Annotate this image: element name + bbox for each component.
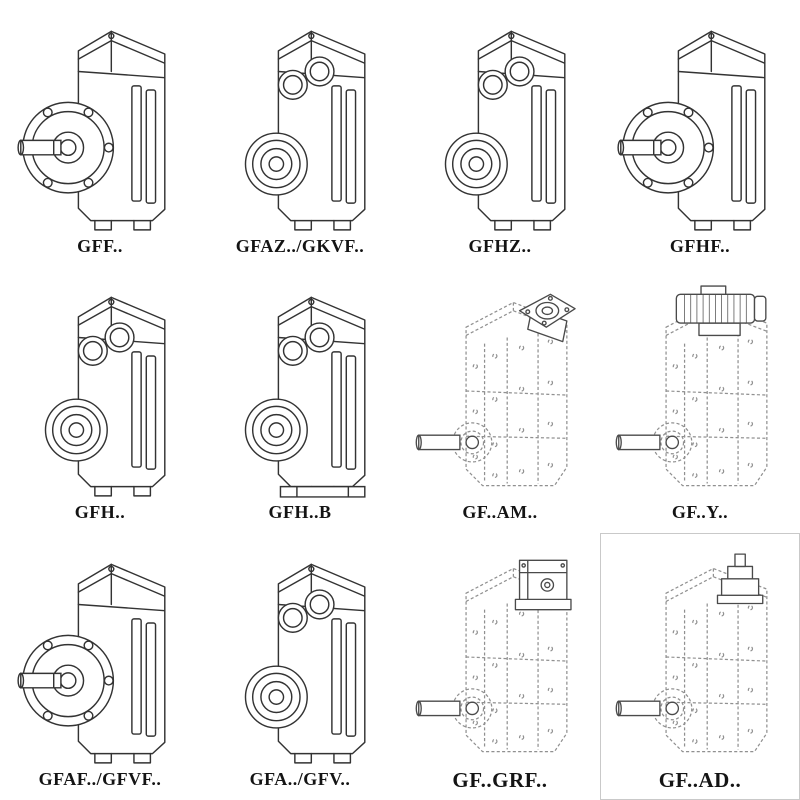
cell-gfaf-gfvf: GFAF../GFVF.. bbox=[0, 533, 200, 800]
cell-gfaz-gkvf: GFAZ../GKVF.. bbox=[200, 0, 400, 267]
model-label: GFAZ../GKVF.. bbox=[235, 235, 365, 256]
gfh-b-gearbox-drawing bbox=[211, 284, 389, 500]
cell-gfh: GFH.. bbox=[0, 267, 200, 534]
gf-y-gearbox-drawing bbox=[611, 284, 789, 500]
model-label: GF..AD.. bbox=[658, 767, 742, 792]
model-label: GFA../GFV.. bbox=[249, 768, 351, 789]
model-label: GFH.. bbox=[74, 502, 126, 523]
gfhf-gearbox-drawing bbox=[611, 18, 789, 234]
cell-gff: GFF.. bbox=[0, 0, 200, 267]
gfh-gearbox-drawing bbox=[11, 284, 189, 500]
cell-gfa-gfv: GFA../GFV.. bbox=[200, 533, 400, 800]
model-label: GF..AM.. bbox=[462, 502, 538, 523]
model-label: GF..GRF.. bbox=[452, 767, 548, 792]
gfa-gfv-gearbox-drawing bbox=[211, 551, 389, 767]
gfaf-gfvf-gearbox-drawing bbox=[11, 551, 189, 767]
cell-gf-grf: GF..GRF.. bbox=[400, 533, 600, 800]
model-label: GFHF.. bbox=[669, 235, 731, 256]
cell-gf-y: GF..Y.. bbox=[600, 267, 800, 534]
model-label: GF..Y.. bbox=[671, 502, 729, 523]
cell-gfhz: GFHZ.. bbox=[400, 0, 600, 267]
model-label: GFF.. bbox=[77, 235, 123, 256]
gf-grf-gearbox-drawing bbox=[411, 550, 589, 766]
cell-gfh-b: GFH..B bbox=[200, 267, 400, 534]
gf-ad-gearbox-drawing bbox=[611, 550, 789, 766]
gfaz-gkvf-gearbox-drawing bbox=[211, 18, 389, 234]
gff-gearbox-drawing bbox=[11, 18, 189, 234]
cell-gf-am: GF..AM.. bbox=[400, 267, 600, 534]
model-label: GFHZ.. bbox=[468, 235, 532, 256]
model-label: GFH..B bbox=[268, 502, 332, 523]
model-label: GFAF../GFVF.. bbox=[38, 768, 162, 789]
gf-am-gearbox-drawing bbox=[411, 284, 589, 500]
cell-gf-ad: GF..AD.. bbox=[600, 533, 800, 800]
gfhz-gearbox-drawing bbox=[411, 18, 589, 234]
cell-gfhf: GFHF.. bbox=[600, 0, 800, 267]
